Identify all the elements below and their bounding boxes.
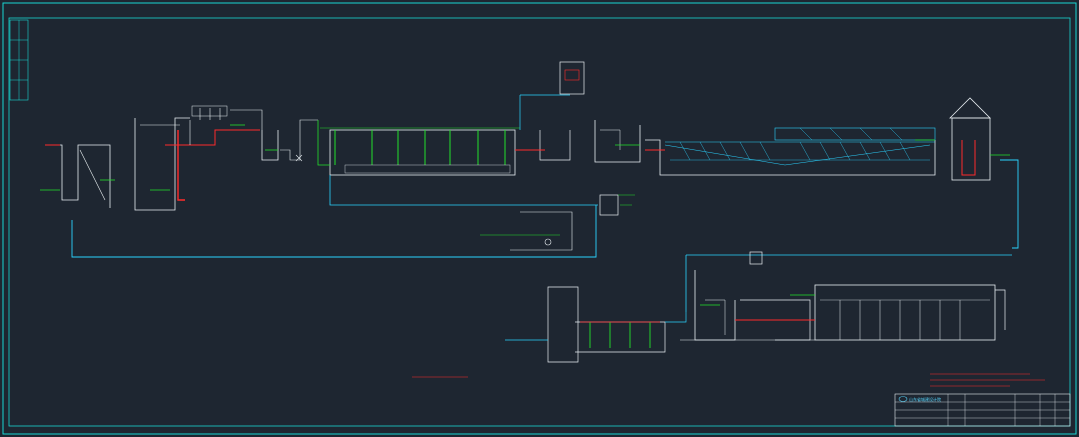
drawing-notes — [930, 373, 1045, 387]
sludge-treatment — [680, 270, 1006, 341]
secondary-clarifier — [645, 127, 936, 176]
biological-tank — [317, 120, 520, 176]
contact-tank — [505, 286, 687, 363]
inlet-structures — [40, 105, 318, 211]
pump-icon — [544, 238, 552, 246]
main-pipelines — [71, 159, 1019, 312]
company-logo-icon — [898, 396, 908, 402]
title-block: 山东省城建设计院 — [894, 393, 1071, 427]
company-logo-label: 山东省城建设计院 — [909, 396, 941, 402]
outlet-house — [949, 97, 1010, 181]
intermediate-structures — [515, 61, 641, 163]
valve-icon — [295, 154, 303, 162]
